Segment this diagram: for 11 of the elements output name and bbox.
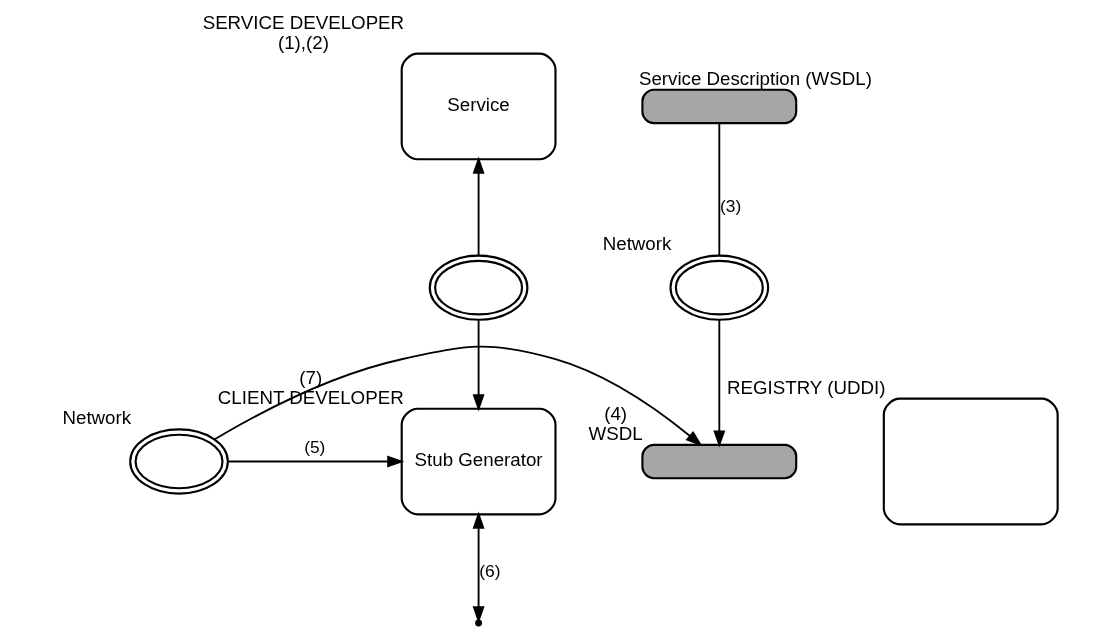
node-label: (7) [298,366,322,388]
node-label: Network [602,233,671,255]
node-label: REGISTRY (UDDI) [726,376,885,398]
node-label: (1),(2) [277,31,329,53]
edge-label: (6) [478,561,501,582]
edge-label: (3) [719,195,741,216]
edge-label: (5) [303,436,325,457]
node-label: Service Description (WSDL) [638,67,872,89]
node-label: SERVICE DEVELOPER [202,11,404,33]
node-label: (4) [603,402,627,424]
node-label: Network [61,407,131,429]
